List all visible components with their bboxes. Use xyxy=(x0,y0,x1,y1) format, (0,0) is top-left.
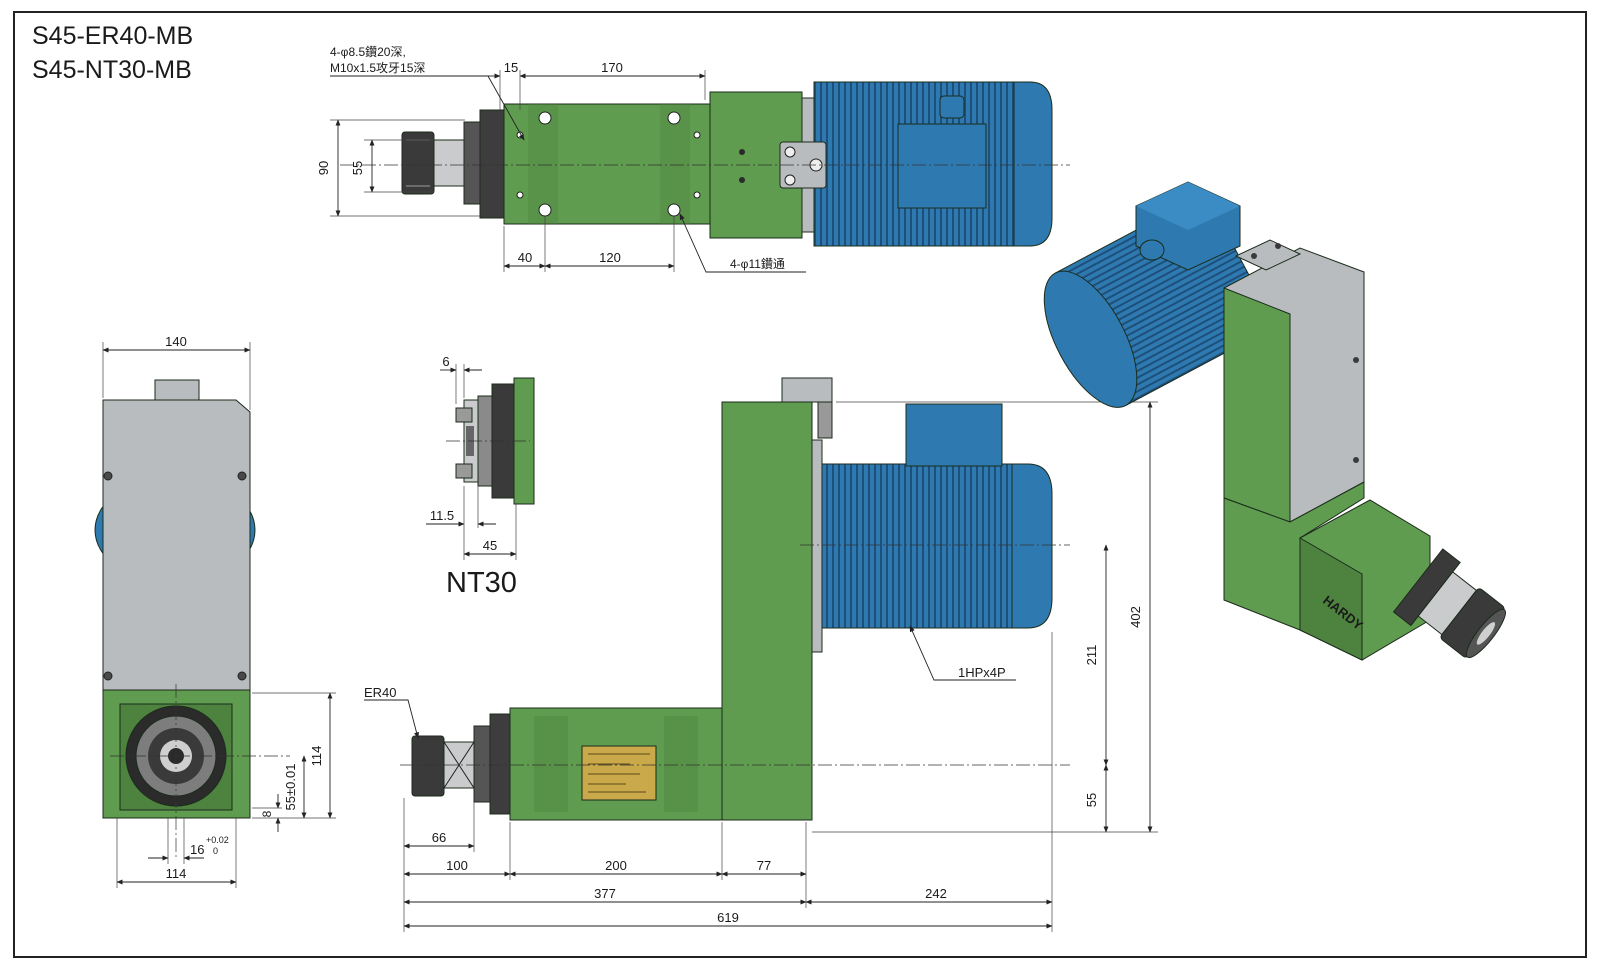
nt30-dim-6: 6 xyxy=(442,354,449,369)
dim-402: 402 xyxy=(1128,606,1143,628)
dim-40: 40 xyxy=(518,250,532,265)
dim-16-tol-zero: 0 xyxy=(213,846,218,856)
top-view xyxy=(340,81,1070,247)
nameplate xyxy=(581,745,657,801)
nt30-dim-45: 45 xyxy=(483,538,497,553)
drawing-frame xyxy=(13,11,1587,958)
dim-114-bottom: 114 xyxy=(166,866,187,881)
front-view-dimensions: ER40 1HPx4P 66 100 200 77 377 242 619 xyxy=(364,401,1158,932)
dim-16: 16 xyxy=(190,842,204,857)
dim-619: 619 xyxy=(717,910,739,925)
front-view xyxy=(400,377,1070,821)
dim-90: 90 xyxy=(316,161,331,175)
model-title-nt30: S45-NT30-MB xyxy=(32,56,192,84)
spindle-nose-top xyxy=(433,139,465,187)
end-view-dimensions: 140 114 55±0.01 8 16 +0.02 0 114 xyxy=(102,334,336,888)
model-title-er40: S45-ER40-MB xyxy=(32,22,194,50)
dim-211: 211 xyxy=(1084,645,1099,666)
motor-clamp-front xyxy=(781,377,833,403)
isometric-view: HARDY xyxy=(1043,181,1506,661)
dim-77: 77 xyxy=(757,858,771,873)
dim-8: 8 xyxy=(260,810,274,817)
mounting-holes-top xyxy=(516,111,701,217)
dim-55: 55 xyxy=(350,161,365,175)
dim-15: 15 xyxy=(504,60,518,75)
collet-nut-front xyxy=(411,735,445,797)
nt30-detail xyxy=(446,377,535,505)
end-plate xyxy=(102,399,251,691)
dim-377: 377 xyxy=(594,886,616,901)
dim-55-front: 55 xyxy=(1084,793,1099,807)
nt30-dim-11-5: 11.5 xyxy=(430,508,454,523)
dim-100: 100 xyxy=(446,858,468,873)
motor-end-cap-front xyxy=(1011,463,1053,629)
collet-label: ER40 xyxy=(364,685,397,700)
motor-end-cap-top xyxy=(1013,81,1053,247)
dim-242: 242 xyxy=(925,886,947,901)
nt30-label: NT30 xyxy=(446,567,517,599)
top-view-dimensions: 15 170 90 55 40 120 4-φ8.5鑽20深, M10x1.5攻… xyxy=(316,44,806,273)
motor-body-front xyxy=(821,463,1013,629)
note-tapped-holes-2: M10x1.5攻牙15深 xyxy=(330,61,425,75)
iso-column xyxy=(1223,287,1291,523)
dim-200: 200 xyxy=(605,858,627,873)
end-view xyxy=(94,379,290,860)
dim-55-tolerance: 55±0.01 xyxy=(283,764,298,811)
spindle-flange-top xyxy=(463,121,481,205)
dim-16-tol-plus: +0.02 xyxy=(206,835,229,845)
collet-nut-top xyxy=(401,131,435,195)
note-tapped-holes-1: 4-φ8.5鑽20深, xyxy=(330,44,406,59)
terminal-box-front xyxy=(905,403,1003,467)
dim-140: 140 xyxy=(165,334,187,349)
dim-170: 170 xyxy=(601,60,623,75)
iso-motor-end-cap xyxy=(1043,270,1138,408)
dim-66: 66 xyxy=(432,830,446,845)
note-through-holes: 4-φ11鑽通 xyxy=(730,256,785,271)
terminal-box-top xyxy=(897,123,987,209)
vertical-column-front xyxy=(721,401,813,821)
motor-spec-label: 1HPx4P xyxy=(958,665,1006,680)
dim-120: 120 xyxy=(599,250,621,265)
nt30-dimensions: 6 11.5 45 NT30 xyxy=(426,354,517,599)
dim-114-side: 114 xyxy=(309,746,324,767)
